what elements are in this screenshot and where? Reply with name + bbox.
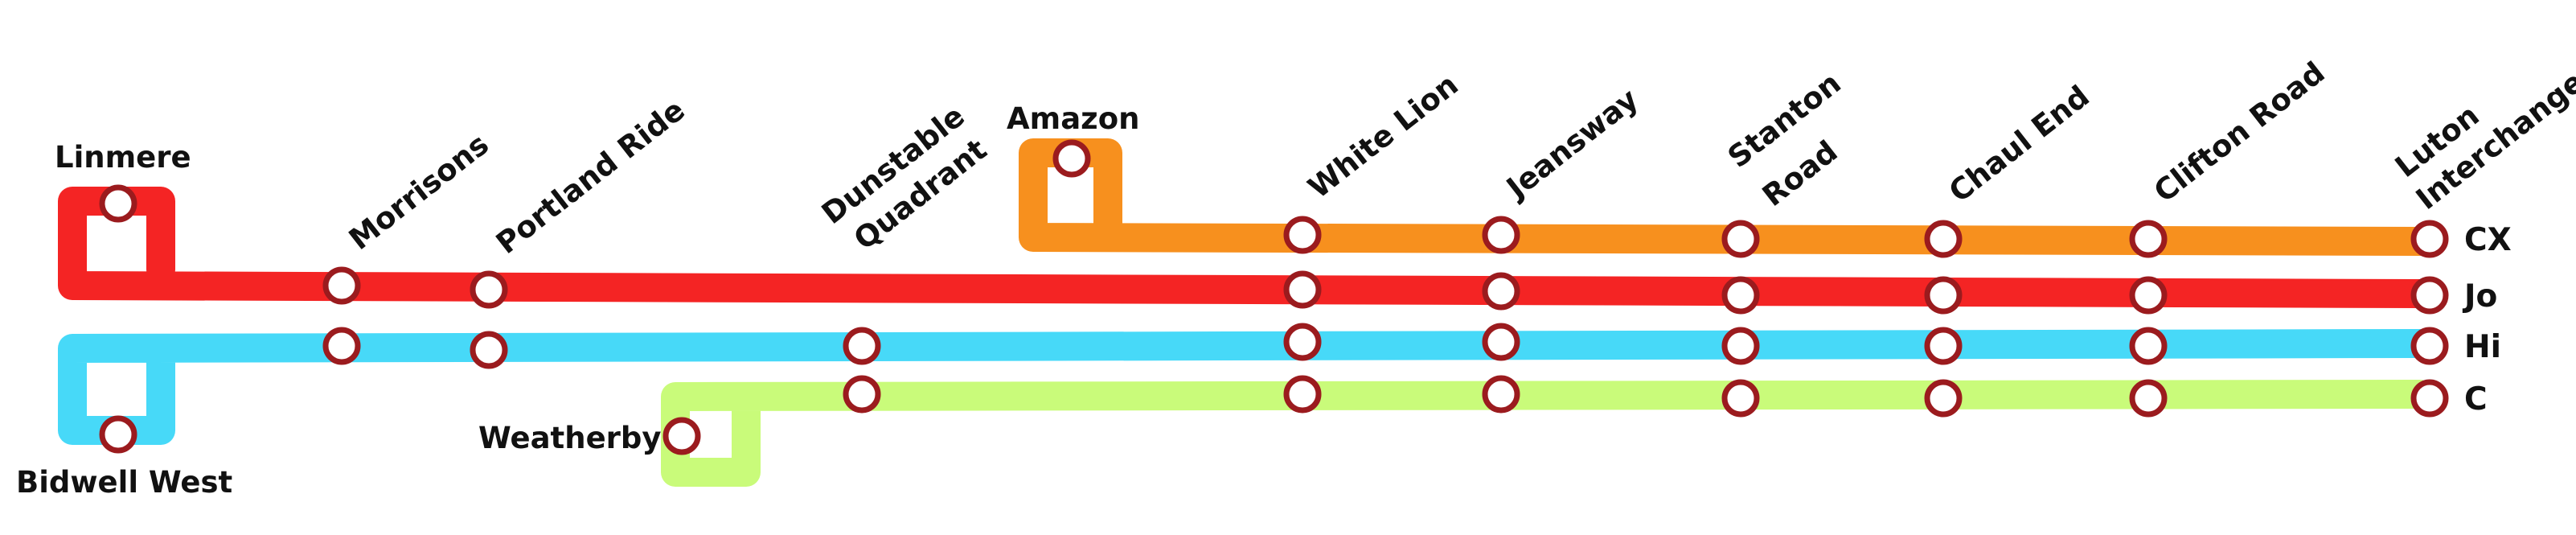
label-white-lion: White Lion	[1302, 68, 1465, 206]
stop-portland-ride-jo[interactable]	[470, 270, 508, 309]
label-bidwell-west: Bidwell West	[16, 465, 232, 500]
stop-jeansway-c[interactable]	[1482, 375, 1520, 414]
label-morrisons: Morrisons	[343, 127, 495, 257]
stop-white-lion-c[interactable]	[1283, 375, 1322, 414]
stop-jeansway-jo[interactable]	[1482, 272, 1520, 311]
stop-chaul-end-c[interactable]	[1924, 379, 1963, 418]
label-amazon: Amazon	[1007, 101, 1139, 136]
stop-dunstable-quadrant-c[interactable]	[843, 375, 881, 414]
label-dunstable-quadrant: Dunstable Quadrant	[815, 98, 993, 257]
stop-portland-ride-hi[interactable]	[470, 331, 508, 369]
stop-stanton-road-c[interactable]	[1721, 379, 1760, 418]
label-luton-interchange: Luton Interchange	[2389, 64, 2576, 216]
stop-chaul-end-jo[interactable]	[1924, 276, 1963, 315]
stop-chaul-end-hi[interactable]	[1924, 327, 1963, 365]
stop-stanton-road-jo[interactable]	[1721, 276, 1760, 315]
route-line-lime-c	[661, 380, 2434, 487]
stop-morrisons-jo[interactable]	[322, 266, 361, 305]
stop-white-lion-jo[interactable]	[1283, 270, 1322, 309]
stop-bidwell-west[interactable]	[99, 415, 137, 454]
label-portland-ride: Portland Ride	[490, 93, 691, 261]
stop-jeansway-cx[interactable]	[1482, 216, 1520, 254]
line-code-cx: CX	[2464, 222, 2512, 258]
stop-luton-interchange-c[interactable]	[2410, 379, 2449, 418]
stop-luton-interchange-hi[interactable]	[2410, 327, 2449, 365]
stop-clifton-road-jo[interactable]	[2129, 276, 2168, 315]
label-jeansway: Jeansway	[1499, 82, 1645, 207]
route-line-red-jo	[58, 187, 2434, 308]
stop-stanton-road-hi[interactable]	[1721, 327, 1760, 365]
line-code-jo: Jo	[2462, 278, 2497, 315]
stop-clifton-road-hi[interactable]	[2129, 327, 2168, 365]
stops	[99, 139, 2449, 455]
label-chaul-end: Chaul End	[1942, 79, 2096, 209]
stop-white-lion-cx[interactable]	[1283, 216, 1322, 254]
stop-weatherby[interactable]	[662, 417, 701, 455]
label-clifton-road: Clifton Road	[2147, 55, 2331, 209]
stop-linmere[interactable]	[99, 184, 137, 223]
line-code-c: C	[2464, 381, 2488, 418]
stop-white-lion-hi[interactable]	[1283, 323, 1322, 361]
stop-luton-interchange-jo[interactable]	[2410, 276, 2449, 315]
stop-amazon[interactable]	[1052, 139, 1091, 178]
line-codes: CX Jo Hi C	[2462, 222, 2512, 418]
stop-clifton-road-cx[interactable]	[2129, 220, 2168, 258]
stop-luton-interchange-cx[interactable]	[2410, 220, 2449, 258]
stop-jeansway-hi[interactable]	[1482, 323, 1520, 361]
line-code-hi: Hi	[2464, 329, 2501, 365]
label-stanton-road: Stanton Road	[1721, 66, 1848, 214]
label-linmere: Linmere	[55, 140, 191, 175]
label-weatherby: Weatherby	[478, 421, 662, 455]
stop-stanton-road-cx[interactable]	[1721, 220, 1760, 258]
stop-dunstable-quadrant-hi[interactable]	[843, 327, 881, 365]
stop-clifton-road-c[interactable]	[2129, 379, 2168, 418]
stop-chaul-end-cx[interactable]	[1924, 220, 1963, 258]
stop-morrisons-hi[interactable]	[322, 327, 361, 365]
